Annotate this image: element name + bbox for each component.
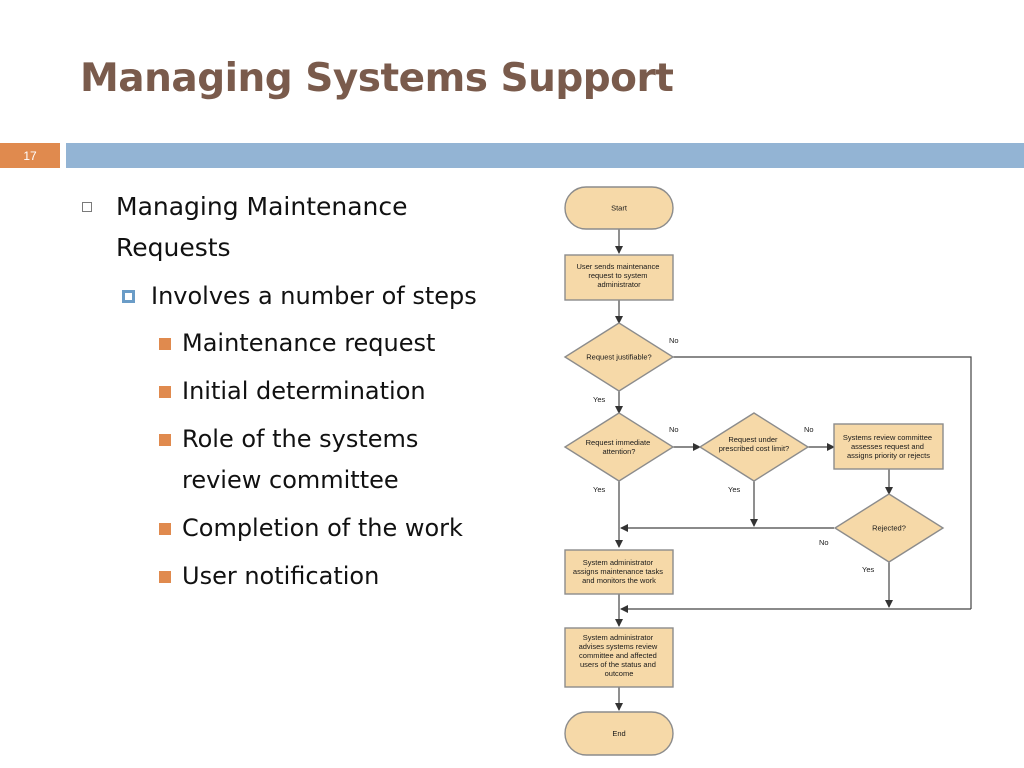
bullet-level3-item: Initial determination [146,371,498,412]
orange-square-bullet-icon [159,434,171,446]
bullet-level3-item: Maintenance request [146,323,498,364]
orange-square-bullet-icon [159,386,171,398]
end-terminal [564,711,674,756]
flowchart-node-labels: Start User sends maintenance request to … [573,204,934,739]
bullet-level2-text: Involves a number of steps [151,282,477,310]
admin-advises-box [564,627,674,688]
bullet-level1-text: Managing Maintenance Requests [116,192,408,262]
bullet-level3-item: User notification [146,556,498,597]
cost-limit-label: Request under prescribed cost limit? [719,435,789,453]
rejected-label: Rejected? [872,524,906,533]
hollow-square-bullet-icon [82,202,92,212]
rejected-decision [833,493,945,563]
start-terminal [564,186,674,230]
bullet-level3-text: User notification [182,562,380,590]
committee-assesses-label: Systems review committee assesses reques… [843,433,934,460]
user-sends-label: User sends maintenance request to system… [576,262,661,289]
bullet-level3-text: Role of the systems review committee [182,425,419,494]
user-sends-box [564,254,674,301]
bullet-list: Managing Maintenance Requests Involves a… [78,186,498,604]
slide-number-badge: 17 [0,143,60,168]
committee-assesses-box [833,423,944,470]
justifiable-decision [563,322,675,392]
arrow-justifiable-no-path [673,356,972,609]
bullet-level3-item: Role of the systems review committee [146,419,498,501]
flowchart-edge-labels: No Yes No No Yes Yes No Yes [593,336,874,574]
immediate-attention-label: Request immediate attention? [586,438,653,456]
edge-label-no: No [804,425,814,434]
edge-label-yes: Yes [593,395,605,404]
header-band [66,143,1024,168]
slide-title: Managing Systems Support [80,56,674,101]
orange-square-bullet-icon [159,523,171,535]
bullet-level3-item: Completion of the work [146,508,498,549]
edge-label-yes: Yes [728,485,740,494]
admin-assigns-label: System administrator assigns maintenance… [573,558,665,585]
bullet-level3-text: Maintenance request [182,329,436,357]
bullet-level3-text: Initial determination [182,377,426,405]
blue-square-bullet-icon [122,290,135,303]
immediate-attention-decision [563,412,675,482]
edge-label-no: No [669,425,679,434]
cost-limit-decision [698,412,810,482]
edge-label-no: No [669,336,679,345]
bullet-level2: Involves a number of steps [113,276,498,317]
end-label: End [612,729,625,738]
start-label: Start [611,204,628,213]
admin-assigns-box [564,549,674,595]
edge-label-no: No [819,538,829,547]
bullet-level1: Managing Maintenance Requests [78,186,498,268]
orange-square-bullet-icon [159,338,171,350]
flow-connectors [615,229,972,711]
bullet-level3-text: Completion of the work [182,514,463,542]
edge-label-yes: Yes [862,565,874,574]
admin-advises-label: System administrator advises systems rev… [579,633,660,678]
edge-label-yes: Yes [593,485,605,494]
justifiable-label: Request justifiable? [586,353,651,362]
orange-square-bullet-icon [159,571,171,583]
